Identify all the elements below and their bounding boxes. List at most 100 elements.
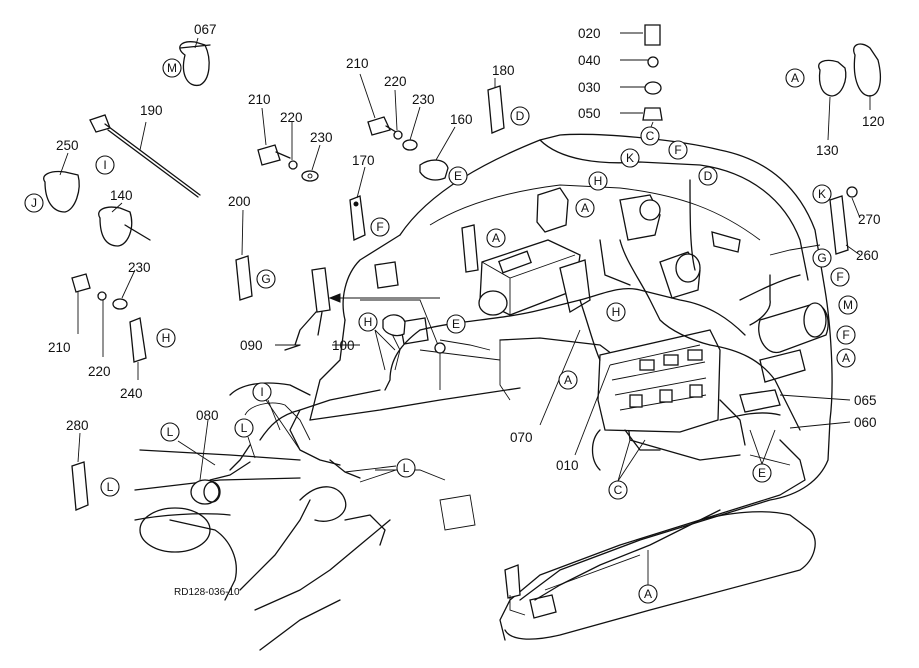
svg-text:I: I — [103, 158, 106, 172]
label-120: 120 — [862, 114, 885, 129]
svg-text:L: L — [241, 421, 248, 435]
label-180: 180 — [492, 63, 515, 78]
label-020: 020 — [578, 26, 601, 41]
label-190: 190 — [140, 103, 163, 118]
label-030: 030 — [578, 80, 601, 95]
svg-text:K: K — [626, 151, 634, 165]
callout-a-box: A — [486, 228, 506, 248]
label-200: 200 — [228, 194, 251, 209]
callout-l-bottom: L — [100, 477, 120, 497]
callout-h-left: H — [156, 328, 176, 348]
svg-text:C: C — [646, 129, 655, 143]
callout-e-bottom: E — [752, 463, 772, 483]
callout-e-top: E — [448, 166, 468, 186]
label-210-b: 210 — [346, 56, 369, 71]
label-280: 280 — [66, 418, 89, 433]
svg-text:L: L — [107, 480, 114, 494]
label-160: 160 — [450, 112, 473, 127]
svg-text:A: A — [791, 71, 799, 85]
callout-a-topright: A — [785, 68, 805, 88]
svg-text:H: H — [162, 331, 171, 345]
callout-l-right: L — [396, 458, 416, 478]
callout-d-top: D — [510, 106, 530, 126]
label-260: 260 — [856, 248, 879, 263]
svg-text:L: L — [167, 425, 174, 439]
label-220-c: 220 — [88, 364, 111, 379]
label-230-a: 230 — [310, 130, 333, 145]
label-010: 010 — [556, 458, 579, 473]
svg-text:I: I — [260, 385, 263, 399]
label-065: 065 — [854, 393, 877, 408]
callout-k-right: K — [812, 184, 832, 204]
svg-text:E: E — [452, 317, 460, 331]
callout-l-mid: L — [234, 418, 254, 438]
label-060: 060 — [854, 415, 877, 430]
callout-a-mid: A — [558, 370, 578, 390]
label-070: 070 — [510, 430, 533, 445]
svg-text:D: D — [704, 169, 713, 183]
callout-h-mid: H — [358, 312, 378, 332]
svg-text:E: E — [758, 466, 766, 480]
loose-parts — [43, 24, 881, 511]
label-050: 050 — [578, 106, 601, 121]
label-230-b: 230 — [412, 92, 435, 107]
svg-text:A: A — [842, 351, 850, 365]
callout-a-top: A — [575, 198, 595, 218]
callout-e-mid: E — [446, 314, 466, 334]
svg-text:A: A — [564, 373, 572, 387]
label-040: 040 — [578, 53, 601, 68]
callout-h-top: H — [588, 171, 608, 191]
svg-text:A: A — [581, 201, 589, 215]
leader-lines — [59, 32, 871, 481]
callout-f-left: F — [370, 217, 390, 237]
engine-components — [190, 187, 829, 619]
label-250: 250 — [56, 138, 79, 153]
callout-h-right: H — [606, 302, 626, 322]
callout-d-right: D — [698, 166, 718, 186]
callout-f-right: F — [830, 267, 850, 287]
svg-text:G: G — [817, 251, 826, 265]
label-220-a: 220 — [280, 110, 303, 125]
svg-text:H: H — [594, 174, 603, 188]
label-140: 140 — [110, 188, 133, 203]
svg-text:L: L — [403, 461, 410, 475]
callout-letters: M M I I J D D E E E F F F F G G H H H H … — [24, 58, 858, 604]
callout-f-right-low: F — [836, 325, 856, 345]
svg-text:F: F — [674, 143, 681, 157]
callout-g-right: G — [812, 248, 832, 268]
label-220-b: 220 — [384, 74, 407, 89]
part-number-labels: 020 040 030 050 067 190 250 140 210 220 … — [48, 22, 885, 473]
label-210-c: 210 — [48, 340, 71, 355]
svg-text:G: G — [261, 272, 270, 286]
callout-c-top: C — [640, 126, 660, 146]
svg-text:A: A — [492, 231, 500, 245]
label-067: 067 — [194, 22, 217, 37]
label-240: 240 — [120, 386, 143, 401]
callout-leaders — [177, 121, 776, 585]
harness-wires — [209, 179, 821, 616]
callout-i-top: I — [95, 155, 115, 175]
diagram-code: RD128-036-10 — [174, 587, 240, 598]
svg-text:H: H — [612, 305, 621, 319]
svg-text:C: C — [614, 483, 623, 497]
label-170: 170 — [352, 153, 375, 168]
svg-text:K: K — [818, 187, 826, 201]
label-230-c: 230 — [128, 260, 151, 275]
svg-text:F: F — [376, 220, 383, 234]
svg-text:H: H — [364, 315, 373, 329]
svg-text:E: E — [454, 169, 462, 183]
label-090: 090 — [240, 338, 263, 353]
callout-j: J — [24, 193, 44, 213]
callout-l-left: L — [160, 422, 180, 442]
label-270: 270 — [858, 212, 881, 227]
svg-text:A: A — [644, 587, 652, 601]
callout-c-bottom: C — [608, 480, 628, 500]
label-210-a: 210 — [248, 92, 271, 107]
callout-a-bottom: A — [638, 584, 658, 604]
svg-text:J: J — [31, 196, 37, 210]
svg-text:F: F — [842, 328, 849, 342]
callout-i-bottom: I — [252, 382, 272, 402]
label-080: 080 — [196, 408, 219, 423]
callout-m-right: M — [838, 295, 858, 315]
